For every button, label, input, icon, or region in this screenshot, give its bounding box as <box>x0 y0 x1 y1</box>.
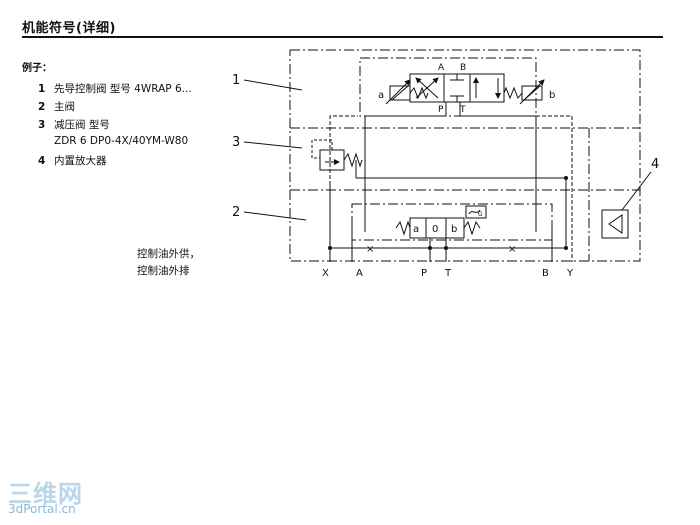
legend-item-number: 1 <box>38 83 46 95</box>
legend-item: ZDR 6 DP0-4X/40YM-W80 <box>38 135 188 147</box>
pilot-solenoid-b <box>503 79 545 105</box>
callout-4-leader <box>621 171 652 211</box>
note-external-drain: 控制油外排 <box>137 265 190 277</box>
legend-item-text: 主阀 <box>54 101 75 113</box>
main-sensor-label: G <box>478 211 483 218</box>
amplifier-symbol <box>601 209 629 239</box>
orifice-mark: × <box>508 244 516 255</box>
legend-heading: 例子： <box>22 63 52 74</box>
pilot-port-t-label: T <box>459 105 466 115</box>
outer-boundary <box>289 49 641 262</box>
callout-1-leader <box>243 79 303 91</box>
pilot-solenoid-a <box>385 79 429 105</box>
legend-item-number: 4 <box>38 155 46 167</box>
junction-dot <box>564 246 568 250</box>
main-pos-b: b <box>451 224 457 235</box>
legend-item-number: 3 <box>38 119 46 131</box>
port-p-label: P <box>421 268 427 279</box>
pilot-port-b-label: B <box>460 63 466 73</box>
callout-1: 1 <box>232 73 240 88</box>
legend-item-text: 减压阀 型号 <box>54 119 110 131</box>
legend-item: 4 内置放大器 <box>38 153 107 168</box>
callout-2-leader <box>243 211 307 221</box>
legend-item-text: 内置放大器 <box>54 155 107 167</box>
pilot-valve-housing <box>359 57 537 117</box>
legend-item-text: ZDR 6 DP0-4X/40YM-W80 <box>54 135 189 147</box>
port-y-label: Y <box>566 268 574 279</box>
page-title: 机能符号(详细) <box>22 21 116 36</box>
callout-3-leader <box>243 141 303 149</box>
callout-3: 3 <box>232 135 240 150</box>
port-a-label: A <box>356 268 363 279</box>
legend-item-number: 2 <box>38 101 46 113</box>
watermark-url: 3dPortal.cn <box>8 502 76 516</box>
legend-item-text: 先导控制阀 型号 4WRAP 6... <box>54 83 192 95</box>
pilot-drain-line <box>329 115 358 185</box>
port-x-label: X <box>322 268 329 279</box>
main-pos-a: a <box>413 224 419 235</box>
callout-4: 4 <box>651 157 659 172</box>
pilot-port-a-label: A <box>438 63 445 73</box>
pilot-solenoid-a-label: a <box>378 90 384 101</box>
legend-item: 1 先导控制阀 型号 4WRAP 6... <box>38 81 192 96</box>
legend-item: 2 主阀 <box>38 99 75 114</box>
port-t-label: T <box>444 268 452 279</box>
pilot-valve-spool <box>409 73 505 103</box>
pilot-p-line <box>364 102 447 232</box>
pilot-solenoid-b-label: b <box>549 90 555 101</box>
pressure-reducing-valve <box>311 139 363 171</box>
port-b-label: B <box>542 268 549 279</box>
title-rule <box>22 36 663 38</box>
note-external-supply: 控制油外供， <box>137 248 200 260</box>
callout-2: 2 <box>232 205 240 220</box>
pilot-t-line <box>459 102 537 232</box>
legend-item: 3 减压阀 型号 <box>38 117 110 132</box>
pilot-drain-line-y <box>536 115 573 262</box>
watermark-logo: 三维网 <box>8 480 83 508</box>
orifice-mark: × <box>366 244 374 255</box>
pilot-port-p-label: P <box>438 105 444 115</box>
main-pos-0: 0 <box>432 224 438 235</box>
